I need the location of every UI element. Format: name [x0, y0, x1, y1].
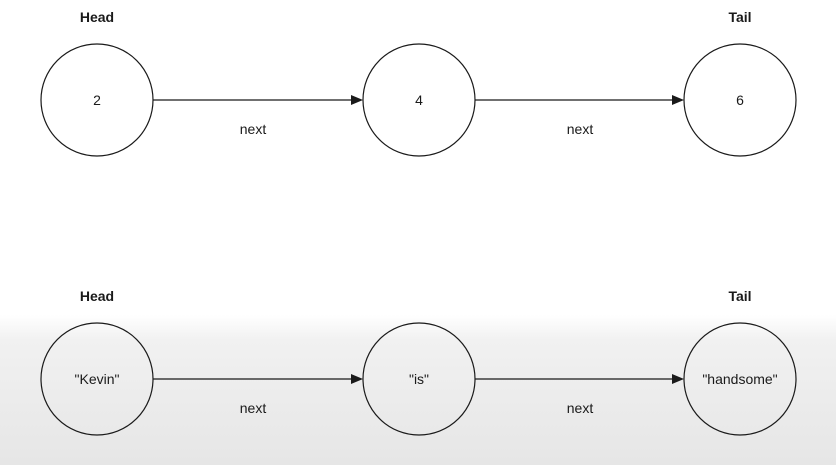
linked-list-strings: Head Tail "Kevin" "is" "handsome" next n… — [40, 288, 797, 436]
head-label: Head — [80, 288, 114, 304]
node-value: 4 — [415, 92, 423, 108]
tail-label: Tail — [728, 9, 751, 25]
node-value: "is" — [409, 371, 429, 387]
edge-label-next: next — [567, 400, 594, 416]
arrowhead-icon — [351, 374, 363, 384]
node-value: 6 — [736, 92, 744, 108]
linked-list-numbers: Head Tail 2 4 6 next next — [40, 9, 797, 157]
tail-label: Tail — [728, 288, 751, 304]
edge-label-next: next — [240, 400, 267, 416]
arrowhead-icon — [672, 374, 684, 384]
arrowhead-icon — [672, 95, 684, 105]
edge-label-next: next — [240, 121, 267, 137]
node-value: 2 — [93, 92, 101, 108]
node-value: "Kevin" — [75, 371, 120, 387]
edge-label-next: next — [567, 121, 594, 137]
head-label: Head — [80, 9, 114, 25]
arrowhead-icon — [351, 95, 363, 105]
node-value: "handsome" — [702, 371, 777, 387]
